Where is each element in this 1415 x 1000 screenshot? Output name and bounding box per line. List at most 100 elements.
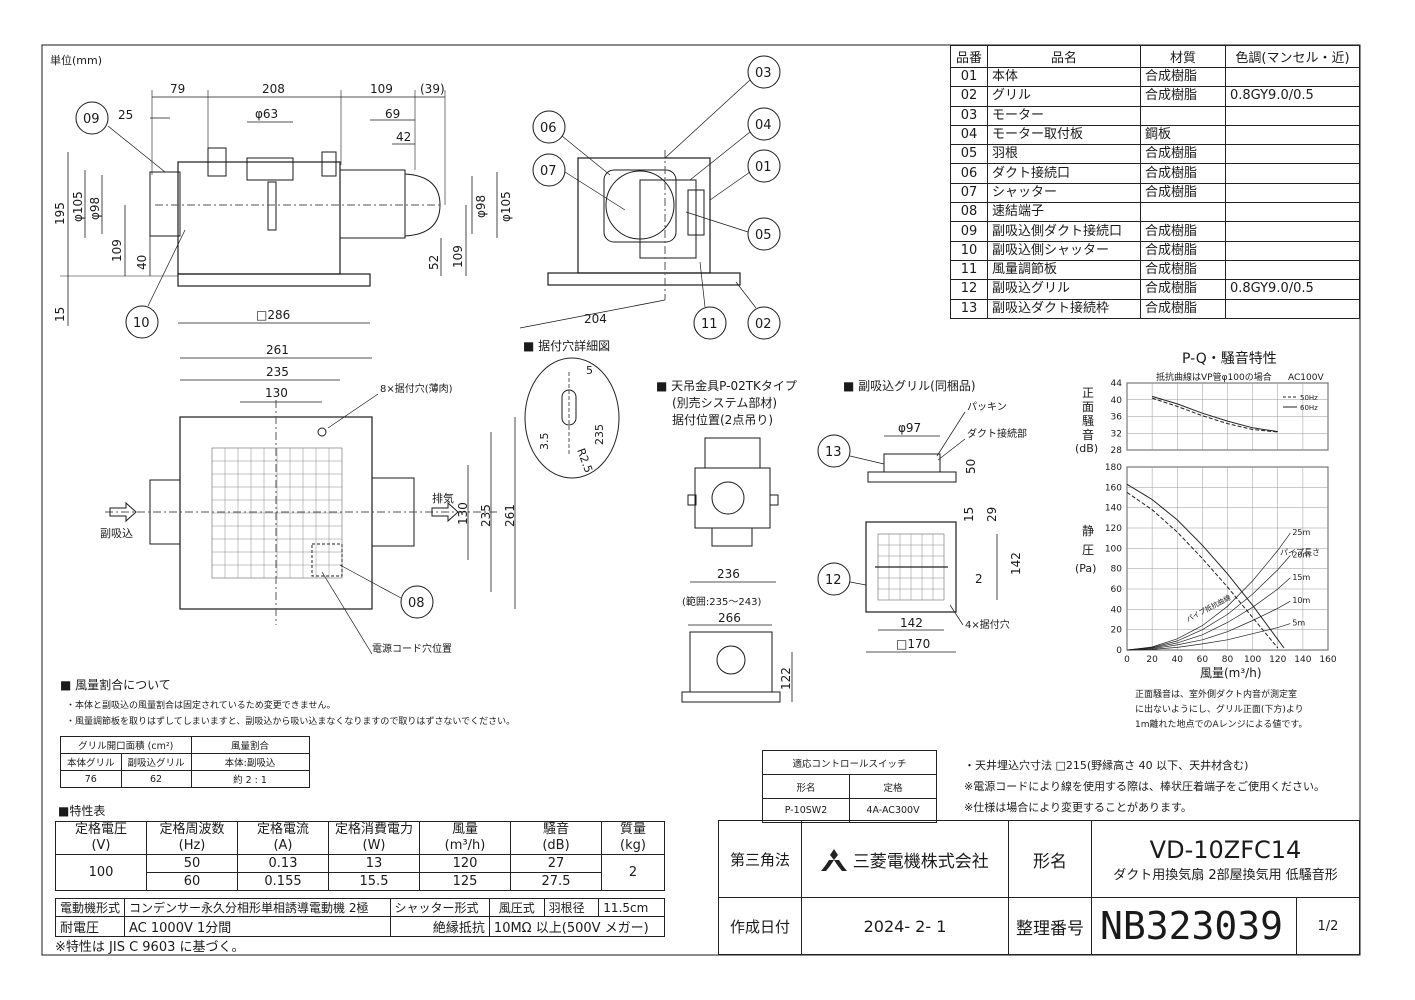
callout-12: 12 [825, 573, 842, 588]
parts-color [1225, 221, 1360, 242]
control-rating: 4A-AC300V [849, 798, 937, 823]
callout-01: 01 [755, 160, 772, 175]
exhaust-label: 排気 [432, 491, 454, 505]
parts-name: 速結端子 [987, 202, 1141, 223]
parts-color [1225, 66, 1360, 88]
spec-h-mass: 質量(kg) [601, 821, 665, 855]
dim-42: 42 [396, 130, 411, 144]
dim-109-left: 109 [110, 239, 124, 262]
dim-109: 109 [370, 82, 393, 96]
spec-w-60: 15.5 [328, 872, 420, 891]
pipe-length-label: パイプ長さ [1280, 548, 1320, 557]
dim-29: 29 [985, 507, 999, 522]
chart-note-top: 抵抗曲線はVP管φ100の場合 [1156, 371, 1272, 383]
parts-no: 12 [950, 279, 988, 300]
number-label: 整理番号 [1008, 897, 1092, 955]
dim-122: 122 [779, 667, 793, 690]
parts-color: 0.8GY9.0/0.5 [1225, 86, 1360, 107]
parts-material: 合成樹脂 [1140, 221, 1226, 242]
parts-material: 鋼板 [1140, 124, 1226, 146]
date-value: 2024- 2- 1 [801, 897, 1009, 955]
x-tick-label: 60 [1197, 655, 1209, 665]
callout-07: 07 [540, 164, 557, 179]
pipe-curve-label: 15m [1292, 573, 1310, 582]
pressure-tick-label: 80 [1111, 565, 1123, 575]
parts-no: 01 [950, 66, 988, 88]
company-cell: 三菱電機株式会社 [801, 820, 1009, 898]
pressure-tick-label: 120 [1105, 524, 1122, 534]
dim-39: (39) [420, 82, 445, 96]
withstand-value: AC 1000V 1分間 [124, 916, 391, 937]
sub-grille-title: ■ 副吸込グリル(同梱品) [843, 379, 976, 393]
parts-material: 合成樹脂 [1140, 163, 1226, 184]
x-tick-label: 40 [1172, 655, 1184, 665]
svg-text:08: 08 [408, 596, 425, 611]
ratio-value: 約 2 : 1 [190, 770, 310, 788]
bottom-view: 261 235 130 130 235 261 8×据付穴(薄肉) 排気 副吸込… [100, 343, 517, 655]
x-tick-label: 80 [1222, 655, 1234, 665]
spec-mass: 2 [601, 854, 665, 891]
spec-h-current: 定格電流(A) [237, 821, 329, 855]
parts-name: 副吸込ダクト接続枠 [987, 298, 1141, 319]
parts-no: 03 [950, 105, 988, 126]
parts-material [1140, 105, 1226, 126]
parts-material: 合成樹脂 [1140, 66, 1226, 88]
dim-208: 208 [262, 82, 285, 96]
spec-h-voltage: 定格電圧(V) [55, 821, 147, 855]
cord-hole-label: 電源コード穴位置 [372, 642, 452, 655]
parts-no: 09 [950, 221, 988, 242]
spec-h-freq: 定格周波数(Hz) [146, 821, 238, 855]
dim-195: 195 [53, 202, 67, 225]
parts-no: 07 [950, 182, 988, 204]
pipe-curve-label: 25m [1292, 528, 1310, 537]
note-right-1: ・天井埋込穴寸法 □215(野縁高さ 40 以下、天井材含む) [964, 758, 1248, 772]
ratio-sub-header: 本体:副吸込 [190, 753, 310, 771]
dim-97: φ97 [898, 421, 921, 435]
spec-footnote: ※特性は JIS C 9603 に基づく。 [55, 940, 245, 955]
noise-label-2: 面 [1082, 400, 1094, 414]
parts-color [1225, 144, 1360, 165]
spec-flow-60: 125 [419, 872, 511, 891]
hanger-view: ■ 天吊金具P-02TKタイプ (別売システム部材) 据付位置(2点吊り) 23… [656, 378, 797, 703]
callout-10 [125, 305, 159, 339]
airflow-note-2: ・風量調節板を取りはずしてしまいますと、副吸込から吸い込まなくなりますので取りは… [66, 715, 515, 727]
spec-a-50: 0.13 [237, 854, 329, 873]
x-tick-label: 20 [1146, 655, 1158, 665]
callout-06: 06 [540, 121, 557, 136]
note-right-3: ※仕様は場合により変更することがあります。 [964, 800, 1192, 814]
insulation-label: 絶縁抵抗 [389, 916, 490, 937]
parts-name: 副吸込側ダクト接続口 [987, 221, 1141, 242]
dim-5: 5 [586, 364, 593, 377]
dim-105-left: φ105 [71, 191, 85, 222]
shutter-value: 風圧式 [488, 898, 545, 917]
parts-material: 合成樹脂 [1140, 182, 1226, 204]
pipe-curve-line [1126, 623, 1291, 651]
spec-flow-50: 120 [419, 854, 511, 873]
spec-h-noise: 騒音(dB) [510, 821, 602, 855]
parts-name: シャッター [987, 182, 1141, 204]
spec-hz-50: 50 [146, 854, 238, 873]
pipe-curve-line [1126, 577, 1291, 651]
hanger-title-2: (別売システム部材) [672, 395, 777, 410]
title-block: 第三角法 三菱電機株式会社 形名 VD-10ZFC14 ダクト用換気扇 2部屋換… [718, 820, 1360, 955]
parts-no: 08 [950, 202, 988, 223]
pipe-curve-label: 5m [1292, 619, 1305, 628]
spec-a-60: 0.155 [237, 872, 329, 891]
hole-detail-title: ■ 据付穴詳細図 [523, 338, 610, 353]
ratio-header: 風量割合 [190, 736, 310, 754]
pressure-unit: (Pa) [1075, 562, 1096, 575]
parts-no: 11 [950, 259, 988, 281]
legend-60hz: 60Hz [1300, 404, 1318, 412]
dim-98-right: φ98 [474, 195, 488, 218]
noise-unit: (dB) [1075, 442, 1098, 455]
dim-142-v: 142 [1009, 552, 1023, 575]
mount-holes-4-label: 4×据付穴 [965, 618, 1010, 631]
parts-material: 合成樹脂 [1140, 144, 1226, 165]
dim-204: 204 [584, 312, 607, 326]
chart-note-1: 正面騒音は、室外側ダクト内音が測定室 [1135, 688, 1297, 700]
